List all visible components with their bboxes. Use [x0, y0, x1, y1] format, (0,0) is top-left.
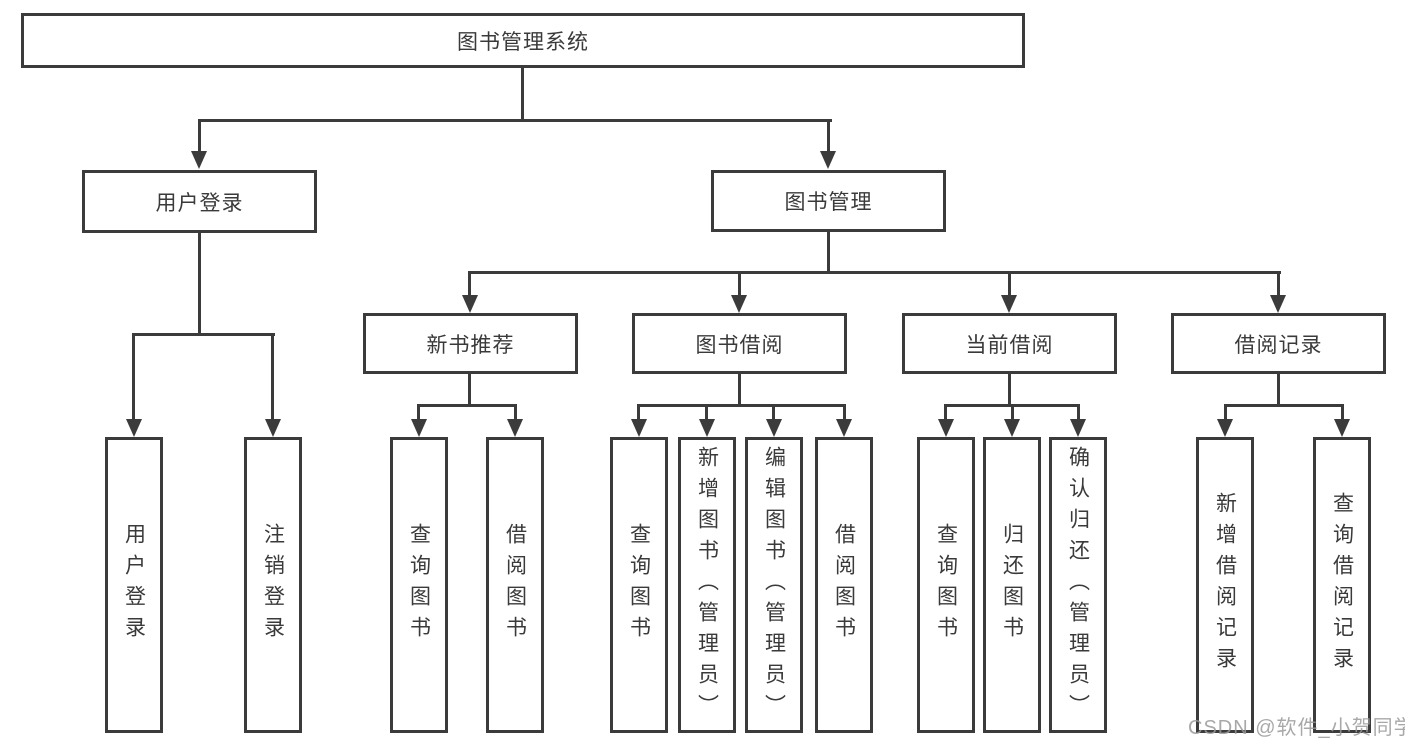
connector-drop	[705, 404, 708, 422]
connector-current-borrow-stem	[1008, 372, 1011, 407]
arrowhead-down-icon	[191, 151, 207, 169]
leaf-label: 查询图书	[627, 523, 651, 647]
connector-drop-book-management	[827, 119, 830, 155]
node-new-book-recommend: 新书推荐	[363, 313, 578, 374]
connector-drop-borrow-records	[1277, 271, 1280, 299]
connector-drop-current-borrow	[1008, 271, 1011, 299]
arrowhead-down-icon	[1001, 295, 1017, 313]
connector-book-management-stem	[827, 229, 830, 273]
connector-drop	[417, 404, 420, 422]
arrowhead-down-icon	[699, 419, 715, 437]
leaf-query-books-current: 查询图书	[917, 437, 975, 733]
connector-drop-leaf-logout	[271, 333, 274, 423]
arrowhead-down-icon	[1270, 295, 1286, 313]
leaf-label: 新增图书（管理员）	[695, 445, 719, 725]
node-book-management: 图书管理	[711, 170, 946, 232]
arrowhead-down-icon	[631, 419, 647, 437]
connector-drop	[944, 404, 947, 422]
arrowhead-down-icon	[507, 419, 523, 437]
leaf-query-books-borrow: 查询图书	[610, 437, 668, 733]
connector-book-borrow-bar	[637, 404, 846, 407]
connector-drop	[637, 404, 640, 422]
leaf-label: 查询图书	[934, 523, 958, 647]
leaf-label: 查询图书	[407, 523, 431, 647]
leaf-label: 确认归还（管理员）	[1066, 445, 1090, 725]
csdn-watermark: CSDN @软件_小贺同学	[1188, 717, 1405, 739]
leaf-label: 归还图书	[1000, 523, 1024, 647]
connector-drop	[1341, 404, 1344, 422]
connector-drop	[1077, 404, 1080, 422]
connector-drop-leaf-user-login	[132, 333, 135, 423]
arrowhead-down-icon	[265, 419, 281, 437]
leaf-edit-book-admin: 编辑图书（管理员）	[745, 437, 803, 733]
arrowhead-down-icon	[820, 151, 836, 169]
arrowhead-down-icon	[731, 295, 747, 313]
arrowhead-down-icon	[1004, 419, 1020, 437]
connector-drop-book-borrow	[738, 271, 741, 299]
connector-drop-user-login	[198, 119, 201, 155]
node-borrow-records: 借阅记录	[1171, 313, 1386, 374]
arrowhead-down-icon	[1334, 419, 1350, 437]
arrowhead-down-icon	[836, 419, 852, 437]
arrowhead-down-icon	[766, 419, 782, 437]
connector-drop	[514, 404, 517, 422]
connector-new-book-stem	[468, 372, 471, 407]
leaf-add-book-admin: 新增图书（管理员）	[678, 437, 736, 733]
connector-new-book-bar	[417, 404, 517, 407]
leaf-confirm-return-admin: 确认归还（管理员）	[1049, 437, 1107, 733]
connector-user-login-stem	[198, 231, 201, 336]
leaf-add-borrow-record: 新增借阅记录	[1196, 437, 1254, 733]
connector-borrow-records-stem	[1277, 372, 1280, 407]
node-root: 图书管理系统	[21, 13, 1025, 68]
leaf-query-borrow-record: 查询借阅记录	[1313, 437, 1371, 733]
arrowhead-down-icon	[1070, 419, 1086, 437]
connector-root-stem	[521, 68, 524, 121]
node-book-borrow: 图书借阅	[632, 313, 847, 374]
leaf-label: 注销登录	[261, 523, 285, 647]
leaf-user-login: 用户登录	[105, 437, 163, 733]
leaf-return-book: 归还图书	[983, 437, 1041, 733]
arrowhead-down-icon	[126, 419, 142, 437]
leaf-logout: 注销登录	[244, 437, 302, 733]
leaf-label: 用户登录	[122, 523, 146, 647]
leaf-label: 新增借阅记录	[1213, 492, 1237, 678]
connector-book-borrow-stem	[738, 372, 741, 407]
connector-drop	[1224, 404, 1227, 422]
node-current-borrow: 当前借阅	[902, 313, 1117, 374]
connector-user-login-bar	[132, 333, 275, 336]
node-user-login: 用户登录	[82, 170, 317, 233]
leaf-query-books-recommend: 查询图书	[390, 437, 448, 733]
connector-borrow-records-bar	[1224, 404, 1344, 407]
leaf-label: 借阅图书	[832, 523, 856, 647]
leaf-label: 查询借阅记录	[1330, 492, 1354, 678]
connector-drop	[772, 404, 775, 422]
arrowhead-down-icon	[938, 419, 954, 437]
arrowhead-down-icon	[1217, 419, 1233, 437]
leaf-label: 编辑图书（管理员）	[762, 445, 786, 725]
arrowhead-down-icon	[411, 419, 427, 437]
leaf-label: 借阅图书	[503, 523, 527, 647]
arrowhead-down-icon	[462, 295, 478, 313]
connector-drop-new-book	[468, 271, 471, 299]
leaf-borrow-books-recommend: 借阅图书	[486, 437, 544, 733]
leaf-borrow-books: 借阅图书	[815, 437, 873, 733]
connector-book-management-bar	[468, 271, 1281, 274]
connector-drop	[1011, 404, 1014, 422]
connector-root-bar	[198, 119, 832, 122]
connector-drop	[843, 404, 846, 422]
